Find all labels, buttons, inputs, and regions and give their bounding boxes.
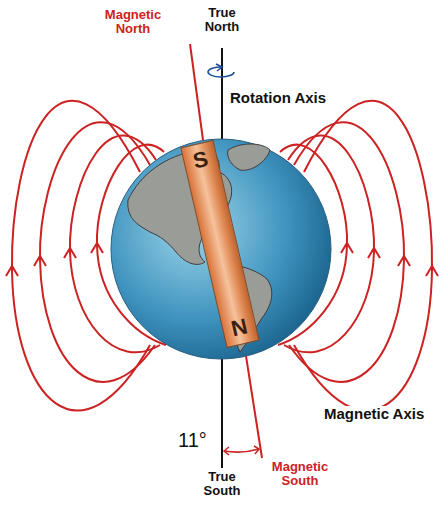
field-lines: [12, 101, 432, 411]
axis-label: True South: [194, 470, 250, 497]
pole-letter: S: [190, 143, 212, 177]
pole-label: Magnetic North: [96, 8, 170, 35]
pole-letter: N: [228, 310, 251, 345]
rotation-arrow: [208, 64, 234, 77]
pole-label: Magnetic South: [263, 460, 337, 487]
axis-label: Magnetic Axis: [322, 406, 426, 422]
axis-label: Rotation Axis: [228, 90, 328, 106]
angle-value: 11°: [176, 430, 209, 451]
axis-label: True North: [194, 6, 250, 33]
earth-globe: [111, 139, 331, 359]
angle-arc: [224, 446, 259, 455]
